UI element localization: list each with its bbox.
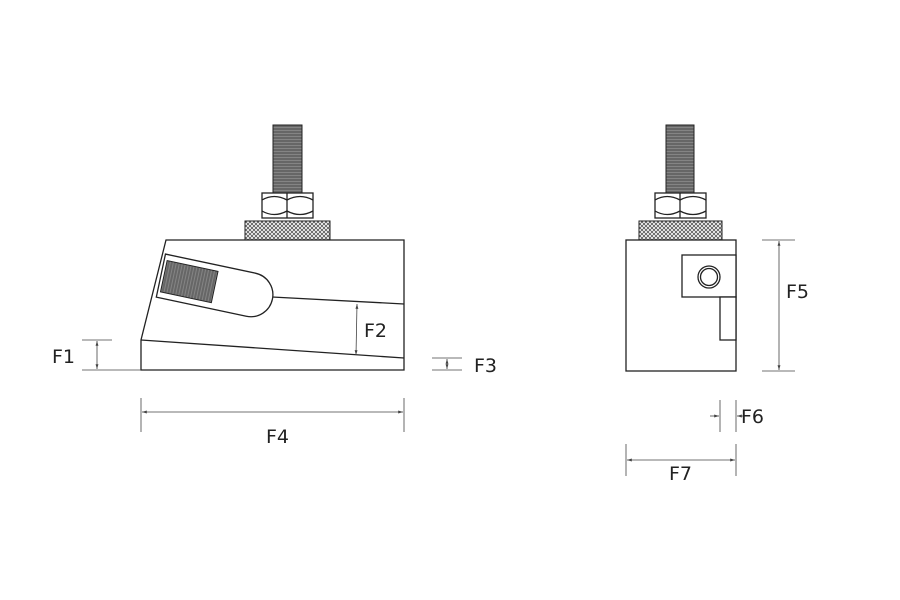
slot-thread: [159, 259, 219, 304]
label-f6: F6: [741, 406, 764, 428]
dimension-f3: F3: [432, 355, 497, 377]
side-view: [140, 124, 405, 371]
front-view: [625, 124, 737, 372]
dimension-f4: F4: [140, 398, 405, 448]
adjust-slot: [155, 253, 274, 318]
hex-nut: [654, 192, 707, 219]
label-f7: F7: [669, 463, 692, 485]
label-f5: F5: [786, 281, 809, 303]
dimension-f7: F7: [625, 444, 737, 485]
dimension-f1: F1: [52, 339, 141, 371]
dimension-f2: F2: [354, 303, 387, 356]
label-f4: F4: [266, 426, 289, 448]
hex-nut: [261, 192, 314, 219]
bolt-thread: [665, 124, 695, 194]
knurled-washer: [244, 220, 331, 241]
dimension-f5: F5: [762, 239, 809, 372]
bolt-thread: [272, 124, 303, 194]
label-f1: F1: [52, 346, 75, 368]
label-f2: F2: [364, 320, 387, 342]
label-f3: F3: [474, 355, 497, 377]
dimension-f6: F6: [710, 400, 764, 432]
plate-tab: [719, 296, 737, 341]
knurled-washer: [638, 220, 723, 241]
